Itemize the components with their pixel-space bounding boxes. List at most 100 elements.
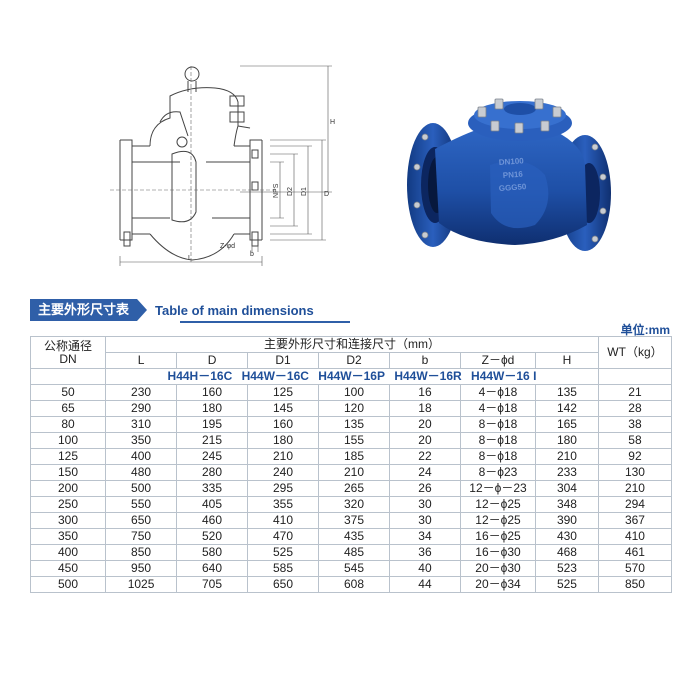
cell-dn: 150 — [29, 464, 107, 481]
cell-l: 650 — [105, 512, 178, 529]
marking-pn: PN16 — [503, 170, 524, 180]
cell-h: 523 — [535, 560, 599, 577]
models-empty-cell — [597, 368, 673, 385]
cell-d: 580 — [176, 544, 249, 561]
cell-l: 550 — [105, 496, 178, 513]
cell-wt: 410 — [597, 528, 673, 545]
col-header-d2: D2 — [318, 352, 390, 369]
col-header-d1: D1 — [247, 352, 319, 369]
col-header-z-phi-d: Z－ϕd — [459, 352, 537, 369]
cell-z-phi-d: 20－ϕ30 — [459, 560, 537, 577]
cell-z-phi-d: 12－ϕ－23 — [459, 480, 537, 497]
cell-wt: 92 — [597, 448, 673, 465]
cell-wt: 130 — [597, 464, 673, 481]
cell-l: 350 — [105, 432, 178, 449]
marking-dn: DN100 — [499, 156, 525, 167]
section-title-en: Table of main dimensions — [155, 302, 314, 318]
cell-d1: 180 — [247, 432, 319, 449]
cell-d2: 545 — [318, 560, 390, 577]
cell-l: 230 — [105, 384, 178, 401]
cell-l: 500 — [105, 480, 178, 497]
cell-d: 520 — [176, 528, 249, 545]
model-h44w-16p: H44W－16P — [318, 369, 385, 384]
group-header: 主要外形尺寸和连接尺寸（mm） — [105, 336, 599, 353]
cell-h: 180 — [535, 432, 599, 449]
cell-b: 30 — [388, 512, 461, 529]
cell-d1: 470 — [247, 528, 319, 545]
dn-header: 公称通径 DN — [29, 336, 107, 369]
cell-h: 304 — [535, 480, 599, 497]
cell-l: 480 — [105, 464, 178, 481]
cell-l: 290 — [105, 400, 178, 417]
model-h44w-16i: H44W－16 I — [471, 369, 537, 384]
dim-label-l: L — [188, 255, 192, 262]
models-empty-cell — [29, 368, 107, 385]
wt-header: WT（kg） — [597, 336, 673, 369]
cell-dn: 400 — [29, 544, 107, 561]
cell-b: 34 — [388, 528, 461, 545]
cell-dn: 125 — [29, 448, 107, 465]
cell-d: 215 — [176, 432, 249, 449]
cell-dn: 50 — [29, 384, 107, 401]
cell-z-phi-d: 8－ϕ18 — [459, 432, 537, 449]
section-title: 主要外形尺寸表 Table of main dimensions — [30, 299, 350, 321]
col-header-h: H — [535, 352, 599, 369]
cell-d2: 375 — [318, 512, 390, 529]
cell-b: 24 — [388, 464, 461, 481]
cell-d2: 265 — [318, 480, 390, 497]
cell-d1: 355 — [247, 496, 319, 513]
cell-z-phi-d: 16－ϕ30 — [459, 544, 537, 561]
cell-d1: 240 — [247, 464, 319, 481]
cell-wt: 367 — [597, 512, 673, 529]
cell-d: 335 — [176, 480, 249, 497]
cell-d: 705 — [176, 576, 249, 593]
dim-label-h: H — [330, 119, 335, 126]
cell-h: 210 — [535, 448, 599, 465]
cell-h: 142 — [535, 400, 599, 417]
cell-b: 40 — [388, 560, 461, 577]
unit-label: 单位:mm — [620, 323, 670, 337]
cell-d2: 155 — [318, 432, 390, 449]
cell-d: 405 — [176, 496, 249, 513]
dim-label-d1: D1 — [301, 187, 308, 196]
cell-b: 26 — [388, 480, 461, 497]
cell-l: 310 — [105, 416, 178, 433]
cell-wt: 570 — [597, 560, 673, 577]
cell-h: 525 — [535, 576, 599, 593]
cell-b: 18 — [388, 400, 461, 417]
cell-d1: 295 — [247, 480, 319, 497]
cell-b: 44 — [388, 576, 461, 593]
cell-wt: 21 — [597, 384, 673, 401]
cell-h: 348 — [535, 496, 599, 513]
cell-d2: 608 — [318, 576, 390, 593]
cell-dn: 200 — [29, 480, 107, 497]
dim-label-d: D — [324, 191, 329, 198]
col-header-l: L — [105, 352, 178, 369]
cell-dn: 100 — [29, 432, 107, 449]
cell-l: 850 — [105, 544, 178, 561]
title-arrow-icon — [137, 299, 148, 321]
cell-dn: 500 — [29, 576, 107, 593]
cell-d2: 435 — [318, 528, 390, 545]
cell-wt: 210 — [597, 480, 673, 497]
cell-d2: 485 — [318, 544, 390, 561]
model-h44w-16c: H44W－16C — [241, 369, 309, 384]
col-header-b: b — [388, 352, 461, 369]
cell-d2: 185 — [318, 448, 390, 465]
cell-b: 20 — [388, 432, 461, 449]
cell-wt: 38 — [597, 416, 673, 433]
cell-z-phi-d: 20－ϕ34 — [459, 576, 537, 593]
cell-d: 460 — [176, 512, 249, 529]
valve-product-photo: DN100 PN16 GGG50 — [407, 98, 611, 251]
cell-d: 180 — [176, 400, 249, 417]
cell-h: 468 — [535, 544, 599, 561]
